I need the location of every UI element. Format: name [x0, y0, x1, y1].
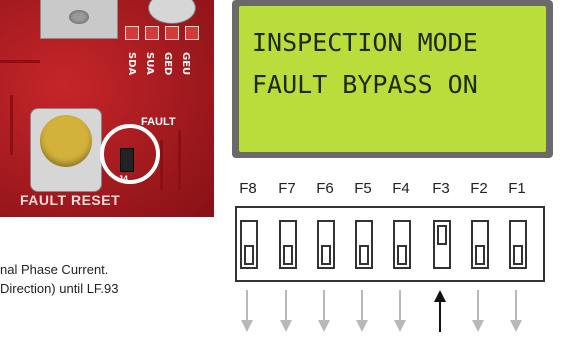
dip-switch-f7[interactable]: [279, 220, 297, 269]
dip-label-f4: F4: [392, 180, 410, 197]
pcb-trace: [178, 130, 181, 190]
lcd-line-1: INSPECTION MODE: [252, 28, 478, 57]
arrow-down-icon: [280, 290, 292, 332]
fault-label: FAULT: [141, 116, 176, 128]
switch-knob: [475, 245, 485, 265]
arrow-down-icon: [472, 290, 484, 332]
led-indicator: [165, 26, 179, 40]
led-indicator: [145, 26, 159, 40]
dip-label-f7: F7: [278, 180, 296, 197]
pcb-trace: [10, 95, 13, 155]
dip-label-f5: F5: [354, 180, 372, 197]
dip-label-f8: F8: [239, 180, 257, 197]
dip-label-f6: F6: [316, 180, 334, 197]
dip-switch-f2[interactable]: [471, 220, 489, 269]
dip-switch-f8[interactable]: [240, 220, 258, 269]
led-indicator: [125, 26, 139, 40]
connector-hole: [69, 10, 89, 24]
led-row: [125, 26, 199, 40]
arrow-down-icon: [356, 290, 368, 332]
led-label-geu: GEU: [180, 52, 191, 76]
arrow-down-icon: [318, 290, 330, 332]
switch-knob: [513, 245, 523, 265]
dip-switch-f1[interactable]: [509, 220, 527, 269]
arrow-up-icon: [434, 290, 446, 332]
caption-line-2: Direction) until LF.93: [0, 281, 119, 296]
dip-label-f2: F2: [470, 180, 488, 197]
jumper-label: J4: [118, 174, 129, 184]
lcd-line-2: FAULT BYPASS ON: [252, 70, 478, 99]
led-indicator: [185, 26, 199, 40]
led-label-ged: GED: [162, 52, 173, 76]
connector-block: [40, 0, 118, 39]
switch-knob: [397, 245, 407, 265]
highlight-circle: [100, 124, 160, 184]
switch-knob: [321, 245, 331, 265]
pcb-photo: SDA SUA GED GEU FAULT J4 FAULT RESET: [0, 0, 214, 217]
pcb-trace: [160, 140, 163, 190]
arrow-down-icon: [241, 290, 253, 332]
dip-switch-f4[interactable]: [393, 220, 411, 269]
caption-line-1: nal Phase Current.: [0, 262, 109, 277]
fault-reset-label: FAULT RESET: [20, 192, 121, 208]
switch-knob: [283, 245, 293, 265]
led-label-sda: SDA: [126, 52, 137, 76]
switch-knob: [437, 225, 447, 245]
led-label-sua: SUA: [144, 52, 155, 75]
dip-switch-f3[interactable]: [433, 220, 451, 269]
arrow-down-icon: [394, 290, 406, 332]
fault-reset-button[interactable]: [40, 115, 92, 167]
dip-label-f3: F3: [432, 180, 450, 197]
lcd-screen: [239, 6, 546, 152]
arrow-down-icon: [510, 290, 522, 332]
switch-knob: [359, 245, 369, 265]
switch-knob: [244, 245, 254, 265]
dip-switch-f6[interactable]: [317, 220, 335, 269]
pcb-trace: [0, 60, 40, 63]
dip-label-f1: F1: [508, 180, 526, 197]
dip-switch-f5[interactable]: [355, 220, 373, 269]
